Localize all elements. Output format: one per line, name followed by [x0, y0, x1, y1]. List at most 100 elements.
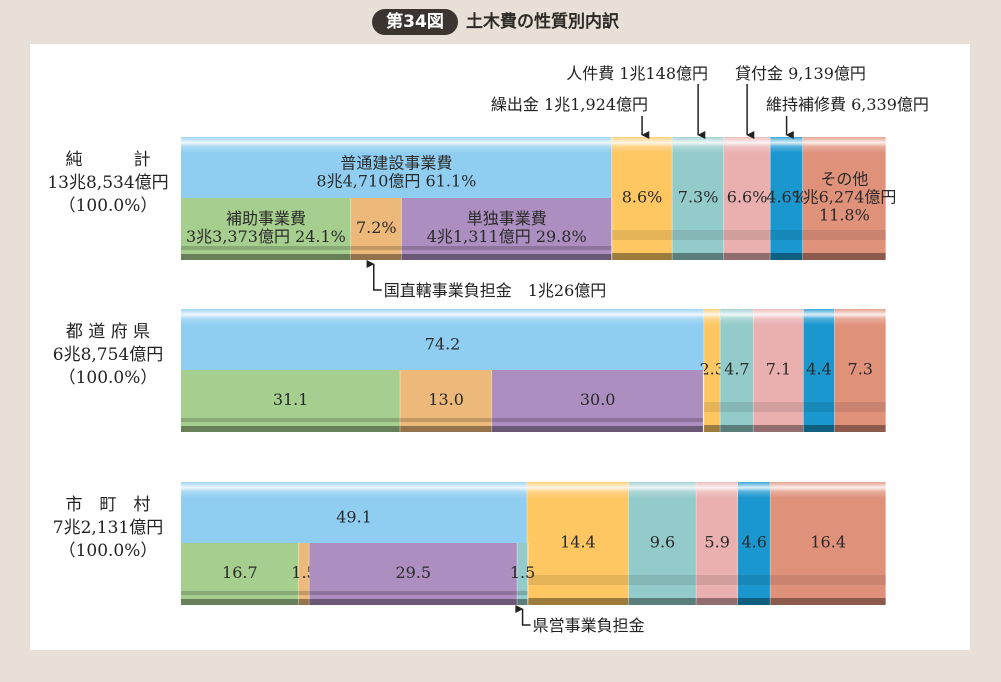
- segment-label-prefectures-bottom-2-line: 30.0: [580, 390, 616, 409]
- segment-prefectures-top-4-gloss: [803, 309, 835, 325]
- segment-prefectures-bottom-2: [491, 370, 704, 432]
- segment-municipalities-top-0-gloss: [181, 482, 528, 498]
- segment-total-bottom-0: [181, 198, 352, 260]
- segment-municipalities-top-1: [527, 482, 630, 605]
- segment-label-total-top-3-line: 6.6%: [727, 188, 768, 207]
- segment-total-top-0-gloss: [181, 137, 612, 153]
- segment-label-municipalities-top-5: 16.4: [810, 533, 846, 552]
- segment-total-top-2-base: [672, 253, 724, 260]
- segment-label-prefectures-top-2-line: 4.7: [724, 360, 749, 379]
- segment-total-bottom-2-base: [401, 254, 612, 260]
- row-label-line: 純 計: [66, 150, 151, 170]
- segment-municipalities-top-1-band: [527, 575, 629, 585]
- segment-prefectures-bottom-1-band: [400, 418, 492, 422]
- segment-total-top-2-gloss: [672, 137, 724, 153]
- segment-prefectures-top-3-band: [753, 402, 804, 412]
- segment-total-top-1-band: [611, 230, 673, 240]
- segment-prefectures-top-3-base: [753, 425, 804, 432]
- segment-municipalities-bottom-1-band: [298, 591, 310, 595]
- segment-label-prefectures-bottom-1: 13.0: [428, 390, 464, 409]
- segment-label-prefectures-bottom-0-line: 31.1: [273, 390, 309, 409]
- segment-label-prefectures-top-0-line: 74.2: [425, 335, 461, 354]
- segment-label-total-top-1-line: 8.6%: [622, 188, 663, 207]
- segment-total-top-4-gloss: [770, 137, 803, 153]
- segment-municipalities-bottom-3-fill: [517, 543, 528, 605]
- segment-label-total-bottom-1: 7.2%: [356, 218, 397, 237]
- segment-label-prefectures-top-3: 7.1: [766, 360, 791, 379]
- segment-label-municipalities-top-2: 9.6: [650, 533, 675, 552]
- segment-municipalities-bottom-2: [309, 543, 518, 605]
- segment-municipalities-bottom-2-base: [309, 599, 518, 605]
- segment-municipalities-top-0: [181, 482, 528, 543]
- segment-prefectures-bottom-1: [400, 370, 493, 432]
- segment-municipalities-top-4-gloss: [737, 482, 771, 498]
- segment-municipalities-top-3-base: [696, 598, 738, 605]
- segment-label-prefectures-top-4: 4.4: [806, 360, 831, 379]
- segment-label-total-top-0-line: 普通建設事業費: [340, 154, 452, 173]
- segment-label-municipalities-top-2-line: 9.6: [650, 533, 675, 552]
- segment-label-municipalities-bottom-2-line: 29.5: [395, 563, 431, 582]
- segment-prefectures-top-1-fill: [704, 309, 721, 432]
- segment-prefectures-top-0-gloss: [181, 309, 705, 325]
- segment-prefectures-top-1-band: [704, 402, 721, 412]
- segment-total-top-4-base: [770, 253, 803, 260]
- segment-municipalities-top-2: [628, 482, 697, 605]
- segment-municipalities-top-2-base: [628, 598, 697, 605]
- segment-total-bottom-0-band: [181, 246, 351, 250]
- segment-label-total-top-2-line: 7.3%: [678, 188, 719, 207]
- segment-label-total-top-2: 7.3%: [678, 188, 719, 207]
- segment-label-municipalities-bottom-0: 16.7: [222, 563, 258, 582]
- segment-label-municipalities-top-4: 4.6: [741, 533, 766, 552]
- segment-municipalities-bottom-1-base: [298, 599, 310, 605]
- segment-total-top-3-base: [723, 253, 771, 260]
- segment-label-municipalities-bottom-3: 1.5: [510, 563, 535, 582]
- segment-total-bottom-2: [401, 198, 613, 260]
- segment-prefectures-top-4-band: [803, 402, 835, 412]
- segment-prefectures-top-2-band: [720, 402, 754, 412]
- segment-label-municipalities-bottom-3-line: 1.5: [510, 563, 535, 582]
- segment-prefectures-top-5: [834, 309, 887, 432]
- segment-label-prefectures-top-5: 7.3: [848, 360, 873, 379]
- segment-municipalities-top-5: [770, 482, 887, 605]
- segment-prefectures-top-5-band: [834, 402, 886, 412]
- row-label-line: 市 町 村: [66, 495, 151, 515]
- segment-municipalities-bottom-0-base: [181, 599, 299, 605]
- row-label-line: （100.0%）: [59, 196, 158, 216]
- segment-label-municipalities-bottom-0-line: 16.7: [222, 563, 258, 582]
- segment-label-prefectures-top-1: 2.3: [699, 360, 724, 379]
- figure-header: 第34図 土木費の性質別内訳: [0, 0, 1001, 44]
- segment-municipalities-bottom-1-fill: [298, 543, 310, 605]
- segment-total-bottom-1: [350, 198, 403, 260]
- segment-total-bottom-1-band: [350, 246, 402, 250]
- segment-label-total-top-3: 6.6%: [727, 188, 768, 207]
- segment-prefectures-top-2-gloss: [720, 309, 754, 325]
- segment-municipalities-top-4: [737, 482, 771, 605]
- segment-total-top-4-band: [770, 230, 803, 240]
- segment-label-municipalities-top-0-line: 49.1: [336, 508, 372, 527]
- annotation-jinkenhi: 人件費 1兆148億円: [566, 64, 708, 83]
- row-label-line: （100.0%）: [59, 368, 158, 388]
- segment-total-top-0: [181, 137, 613, 198]
- row-label-line: 6兆8,754億円: [53, 345, 163, 365]
- segment-total-bottom-1-base: [350, 254, 402, 260]
- segment-municipalities-top-5-base: [770, 598, 886, 605]
- segment-total-top-5-base: [802, 253, 886, 260]
- segment-label-prefectures-bottom-2: 30.0: [580, 390, 616, 409]
- segment-label-total-top-5-line: その他: [820, 170, 868, 189]
- segment-label-prefectures-bottom-1-line: 13.0: [428, 390, 464, 409]
- figure-title: 土木費の性質別内訳: [466, 12, 619, 32]
- figure-number-badge: 第34図: [372, 9, 458, 35]
- annotation-chokkatsu: 国直轄事業負担金 1兆26億円: [384, 281, 607, 300]
- segment-label-municipalities-top-1-line: 14.4: [560, 533, 596, 552]
- segment-prefectures-top-2-base: [720, 425, 754, 432]
- segment-prefectures-top-5-gloss: [834, 309, 886, 325]
- segment-municipalities-top-5-gloss: [770, 482, 886, 498]
